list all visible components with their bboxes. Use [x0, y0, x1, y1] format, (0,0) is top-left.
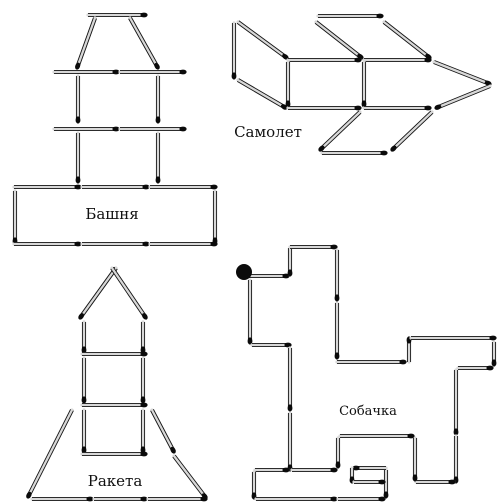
matchstick: [288, 248, 293, 277]
matchstick: [413, 438, 418, 482]
matchstick: [292, 468, 338, 473]
matchstick: [492, 342, 497, 367]
matchstick: [77, 267, 117, 321]
matchstick: [156, 76, 161, 124]
matchstick: [82, 358, 87, 404]
matchstick: [252, 343, 292, 348]
tower-caption: Башня: [85, 205, 138, 223]
matchstick: [88, 13, 148, 18]
matchstick: [94, 497, 148, 502]
matchstick: [288, 58, 362, 63]
matchstick: [315, 21, 365, 61]
matchstick: [173, 455, 209, 501]
matchstick: [256, 497, 338, 502]
matchstick: [237, 21, 290, 61]
matchstick: [362, 62, 367, 108]
matchstick: [82, 403, 148, 408]
matchstick: [318, 14, 384, 19]
matchstick: [337, 360, 407, 365]
matchstick: [237, 79, 288, 111]
matchstick: [120, 127, 187, 132]
matchstick: [76, 76, 81, 124]
matchstick: [338, 497, 386, 502]
matchstick: [335, 303, 340, 360]
matchstick: [232, 23, 237, 80]
matchstick: [141, 358, 146, 404]
matchstick: [352, 466, 386, 471]
matchstick: [148, 497, 208, 502]
plane-caption: Самолет: [234, 123, 302, 141]
matchstick: [25, 409, 73, 499]
matchstick: [454, 370, 459, 436]
dog-caption: Собачка: [339, 404, 397, 419]
matchstick: [82, 452, 148, 457]
matchstick: [32, 497, 94, 502]
matchstick: [14, 242, 82, 247]
matchstick: [288, 413, 293, 472]
matchstick: [383, 21, 433, 61]
matchstick: [82, 322, 87, 354]
matchstick: [322, 151, 388, 156]
matchstick: [120, 70, 187, 75]
matchstick: [150, 185, 218, 190]
matchstick: [14, 185, 82, 190]
matchstick: [416, 480, 456, 485]
matchstick: [150, 242, 218, 247]
matchstick: [354, 480, 386, 485]
dog-figure: [236, 245, 497, 502]
matchstick: [82, 352, 148, 357]
rocket-figure: [25, 267, 209, 501]
matchstick: [82, 185, 150, 190]
matchstick: [54, 127, 120, 132]
matchstick: [156, 133, 161, 184]
matchstick: [54, 70, 120, 75]
matchstick: [141, 410, 146, 454]
matchstick: [248, 280, 253, 345]
ball-icon: [236, 264, 252, 280]
matchstick: [454, 436, 459, 484]
matchstick: [458, 366, 494, 371]
matchstick: [407, 336, 412, 362]
rocket-caption: Ракета: [88, 472, 143, 490]
matchstick: [141, 322, 146, 354]
matchstick: [13, 191, 18, 245]
matchstick: [335, 250, 340, 302]
matchstick: [252, 472, 257, 500]
matchstick: [340, 434, 415, 439]
matchstick: [76, 133, 81, 184]
matchstick: [286, 62, 291, 108]
matchstick: [364, 58, 432, 63]
matchstick: [433, 61, 492, 87]
matchstick: [255, 468, 290, 473]
matchstick: [248, 274, 290, 279]
matchstick: [129, 17, 161, 70]
matchstick: [213, 191, 218, 245]
matchstick: [288, 106, 362, 111]
matchstick: [74, 17, 96, 70]
matchstick: [384, 470, 389, 499]
matchstick: [364, 106, 432, 111]
matchstick: [434, 85, 491, 111]
matchstick: [151, 409, 177, 454]
matchstick: [317, 111, 361, 153]
matchstick: [336, 438, 341, 469]
matchstick: [411, 336, 497, 341]
matchstick: [389, 111, 433, 153]
matchstick: [288, 348, 293, 412]
matchstick: [111, 267, 149, 321]
matchstick: [290, 245, 338, 250]
matchstick: [82, 242, 150, 247]
matchstick: [82, 410, 87, 454]
